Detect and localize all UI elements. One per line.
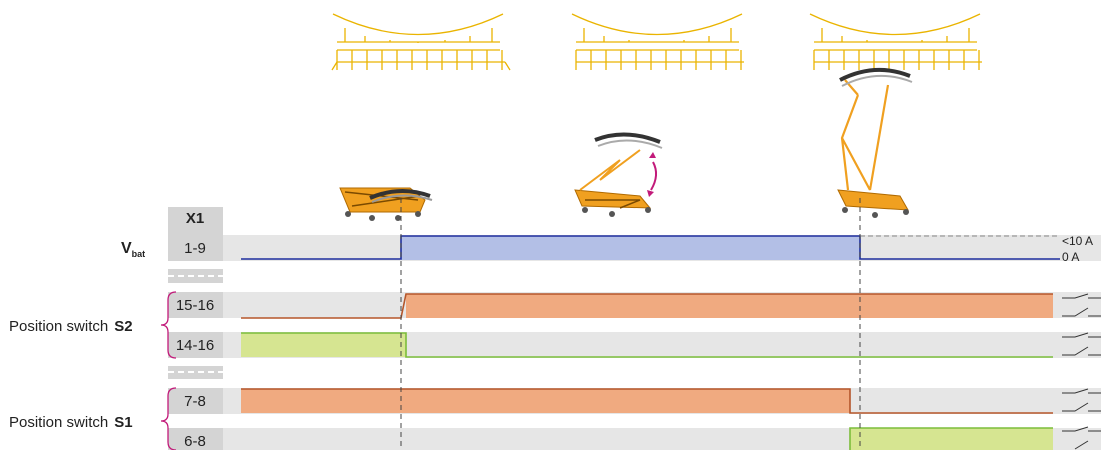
connector-header-box (168, 207, 223, 229)
connector-header: X1 (186, 210, 204, 227)
event-markers (400, 198, 861, 450)
switch-s2: S2 (114, 318, 132, 335)
pin-gaps (168, 261, 223, 428)
pantograph-lowered-icon (339, 187, 433, 221)
catenary-icon-3 (809, 13, 982, 70)
up-down-arrow-icon (647, 152, 657, 197)
current-high-label: <10 A (1062, 234, 1093, 248)
pin-14-16: 14-16 (176, 337, 214, 354)
pin-separators (168, 275, 223, 373)
vbat-signal (241, 235, 1060, 260)
pin-15-16: 15-16 (176, 297, 214, 314)
current-low-label: 0 A (1062, 250, 1079, 264)
s1-7-8-signal (241, 388, 1053, 414)
s2-14-16-signal (241, 332, 1053, 358)
switch-s1: S1 (114, 414, 132, 431)
pin-6-8: 6-8 (184, 433, 206, 450)
catenary-icon-1 (331, 13, 511, 71)
s2-15-16-signal (241, 293, 1053, 319)
brace-s1 (160, 387, 177, 450)
vbat-subscript: bat (132, 249, 146, 259)
catenary-icon-2 (571, 13, 744, 70)
pin-1-9: 1-9 (184, 240, 206, 257)
brace-s2 (160, 291, 177, 359)
vbat-pulse (401, 236, 860, 260)
vbat-label: Vbat (121, 240, 145, 259)
pantograph-rising-icon (574, 132, 663, 217)
pin-7-8: 7-8 (184, 393, 206, 410)
pantograph-raised-icon (837, 67, 913, 218)
s1-6-8-signal (849, 427, 1053, 450)
contact-symbol-icon (1062, 293, 1101, 450)
